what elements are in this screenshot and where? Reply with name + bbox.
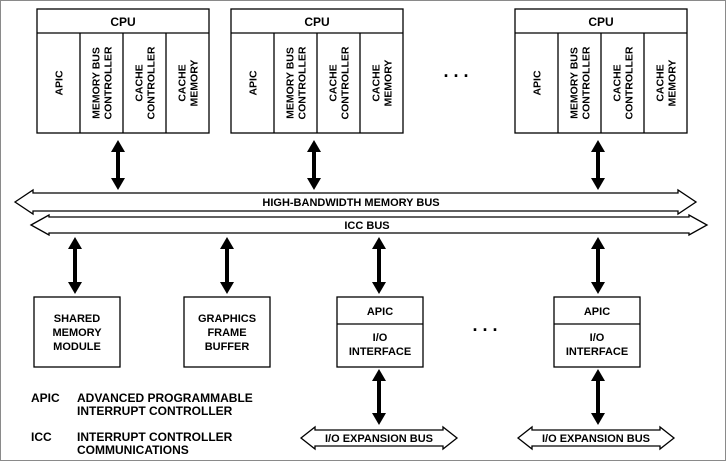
io-1-apic-label: APIC	[367, 306, 393, 318]
io-2-interface-line-1: I/O	[590, 332, 605, 344]
io-expansion-bus-2-label: I/O EXPANSION BUS	[542, 433, 650, 445]
legend: APIC ADVANCED PROGRAMMABLE INTERRUPT CON…	[31, 391, 253, 457]
shared-memory-line-2: MEMORY	[52, 327, 102, 339]
cpu-block-1: CPU APIC MEMORY BUSCONTROLLER CACHECONTROLL…	[36, 8, 210, 134]
cpu-blocks: CPU APIC MEMORY BUSCONTROLLER CACHECONTROLL…	[36, 8, 688, 134]
io-1-interface-line-2: INTERFACE	[349, 346, 411, 358]
cpu-cell-label: APIC	[54, 70, 66, 96]
shared-memory-module: SHARED MEMORY MODULE	[33, 296, 121, 368]
graphics-arrow	[220, 237, 234, 294]
io-expansion-arrows	[372, 369, 605, 425]
cpu-block-3: CPU APIC MEMORY BUSCONTROLLER CACHECONTROLL…	[514, 8, 688, 134]
io-expansion-bus-1: I/O EXPANSION BUS	[299, 425, 459, 451]
cpu-cell-label: MEMORY BUSCONTROLLER	[569, 46, 593, 119]
io-1-arrow	[372, 237, 386, 294]
icc-bus-label: ICC BUS	[344, 220, 389, 232]
memory-bus-label: HIGH-BANDWIDTH MEMORY BUS	[262, 197, 439, 209]
cpu-title: CPU	[110, 15, 135, 29]
shared-memory-line-3: MODULE	[53, 341, 101, 353]
cpu-cell-label: CACHEMEMORY	[371, 60, 395, 107]
legend-apic-line-1: ADVANCED PROGRAMMABLE	[77, 391, 253, 405]
io-2-apic-label: APIC	[584, 306, 610, 318]
cpu-cell-label: CACHECONTROLLER	[134, 46, 158, 119]
shared-memory-line-1: SHARED	[54, 313, 101, 325]
io-unit-1: APIC I/O INTERFACE	[336, 296, 424, 368]
graphics-line-1: GRAPHICS	[198, 313, 256, 325]
cpu-bus-arrows	[111, 140, 605, 190]
icc-bus	[29, 213, 709, 237]
cpu-ellipsis: . . .	[443, 61, 468, 81]
cpu-cell-label: APIC	[532, 70, 544, 96]
cpu-cell-label: CACHEMEMORY	[655, 60, 679, 107]
cpu-block-2: CPU APIC MEMORY BUSCONTROLLER CACHECONTROLL…	[230, 8, 404, 134]
legend-apic-abbr: APIC	[31, 391, 60, 405]
cpu-cell-label: CACHEMEMORY	[177, 60, 201, 107]
cpu-title: CPU	[588, 15, 613, 29]
graphics-line-3: BUFFER	[205, 341, 250, 353]
legend-apic-line-2: INTERRUPT CONTROLLER	[77, 404, 233, 418]
cpu-cell-label: CACHECONTROLLER	[328, 46, 352, 119]
cpu-3-bus-arrow	[591, 140, 605, 190]
legend-icc-abbr: ICC	[31, 430, 52, 444]
io-expansion-bus-2: I/O EXPANSION BUS	[516, 425, 676, 451]
io-1-expansion-arrow	[372, 369, 386, 425]
cpu-2-bus-arrow	[307, 140, 321, 190]
shared-memory-arrow	[68, 237, 82, 294]
graphics-frame-buffer: GRAPHICS FRAME BUFFER	[183, 296, 271, 368]
io-2-interface-line-2: INTERFACE	[566, 346, 628, 358]
cpu-1-bus-arrow	[111, 140, 125, 190]
cpu-cell-label: APIC	[248, 70, 260, 96]
cpu-title: CPU	[304, 15, 329, 29]
cpu-cell-label: CACHECONTROLLER	[612, 46, 636, 119]
graphics-line-2: FRAME	[207, 327, 246, 339]
cpu-cell-label: MEMORY BUSCONTROLLER	[285, 46, 309, 119]
cpu-cell-label: MEMORY BUSCONTROLLER	[91, 46, 115, 119]
high-bandwidth-memory-bus	[13, 188, 698, 216]
io-2-expansion-arrow	[591, 369, 605, 425]
io-unit-2: APIC I/O INTERFACE	[553, 296, 641, 368]
legend-icc-line-2: COMMUNICATIONS	[77, 443, 189, 457]
io-2-arrow	[591, 237, 605, 294]
io-ellipsis: . . .	[472, 315, 497, 335]
io-1-interface-line-1: I/O	[373, 332, 388, 344]
lower-bus-arrows	[68, 237, 605, 294]
io-expansion-bus-1-label: I/O EXPANSION BUS	[325, 433, 433, 445]
legend-icc-line-1: INTERRUPT CONTROLLER	[77, 430, 233, 444]
